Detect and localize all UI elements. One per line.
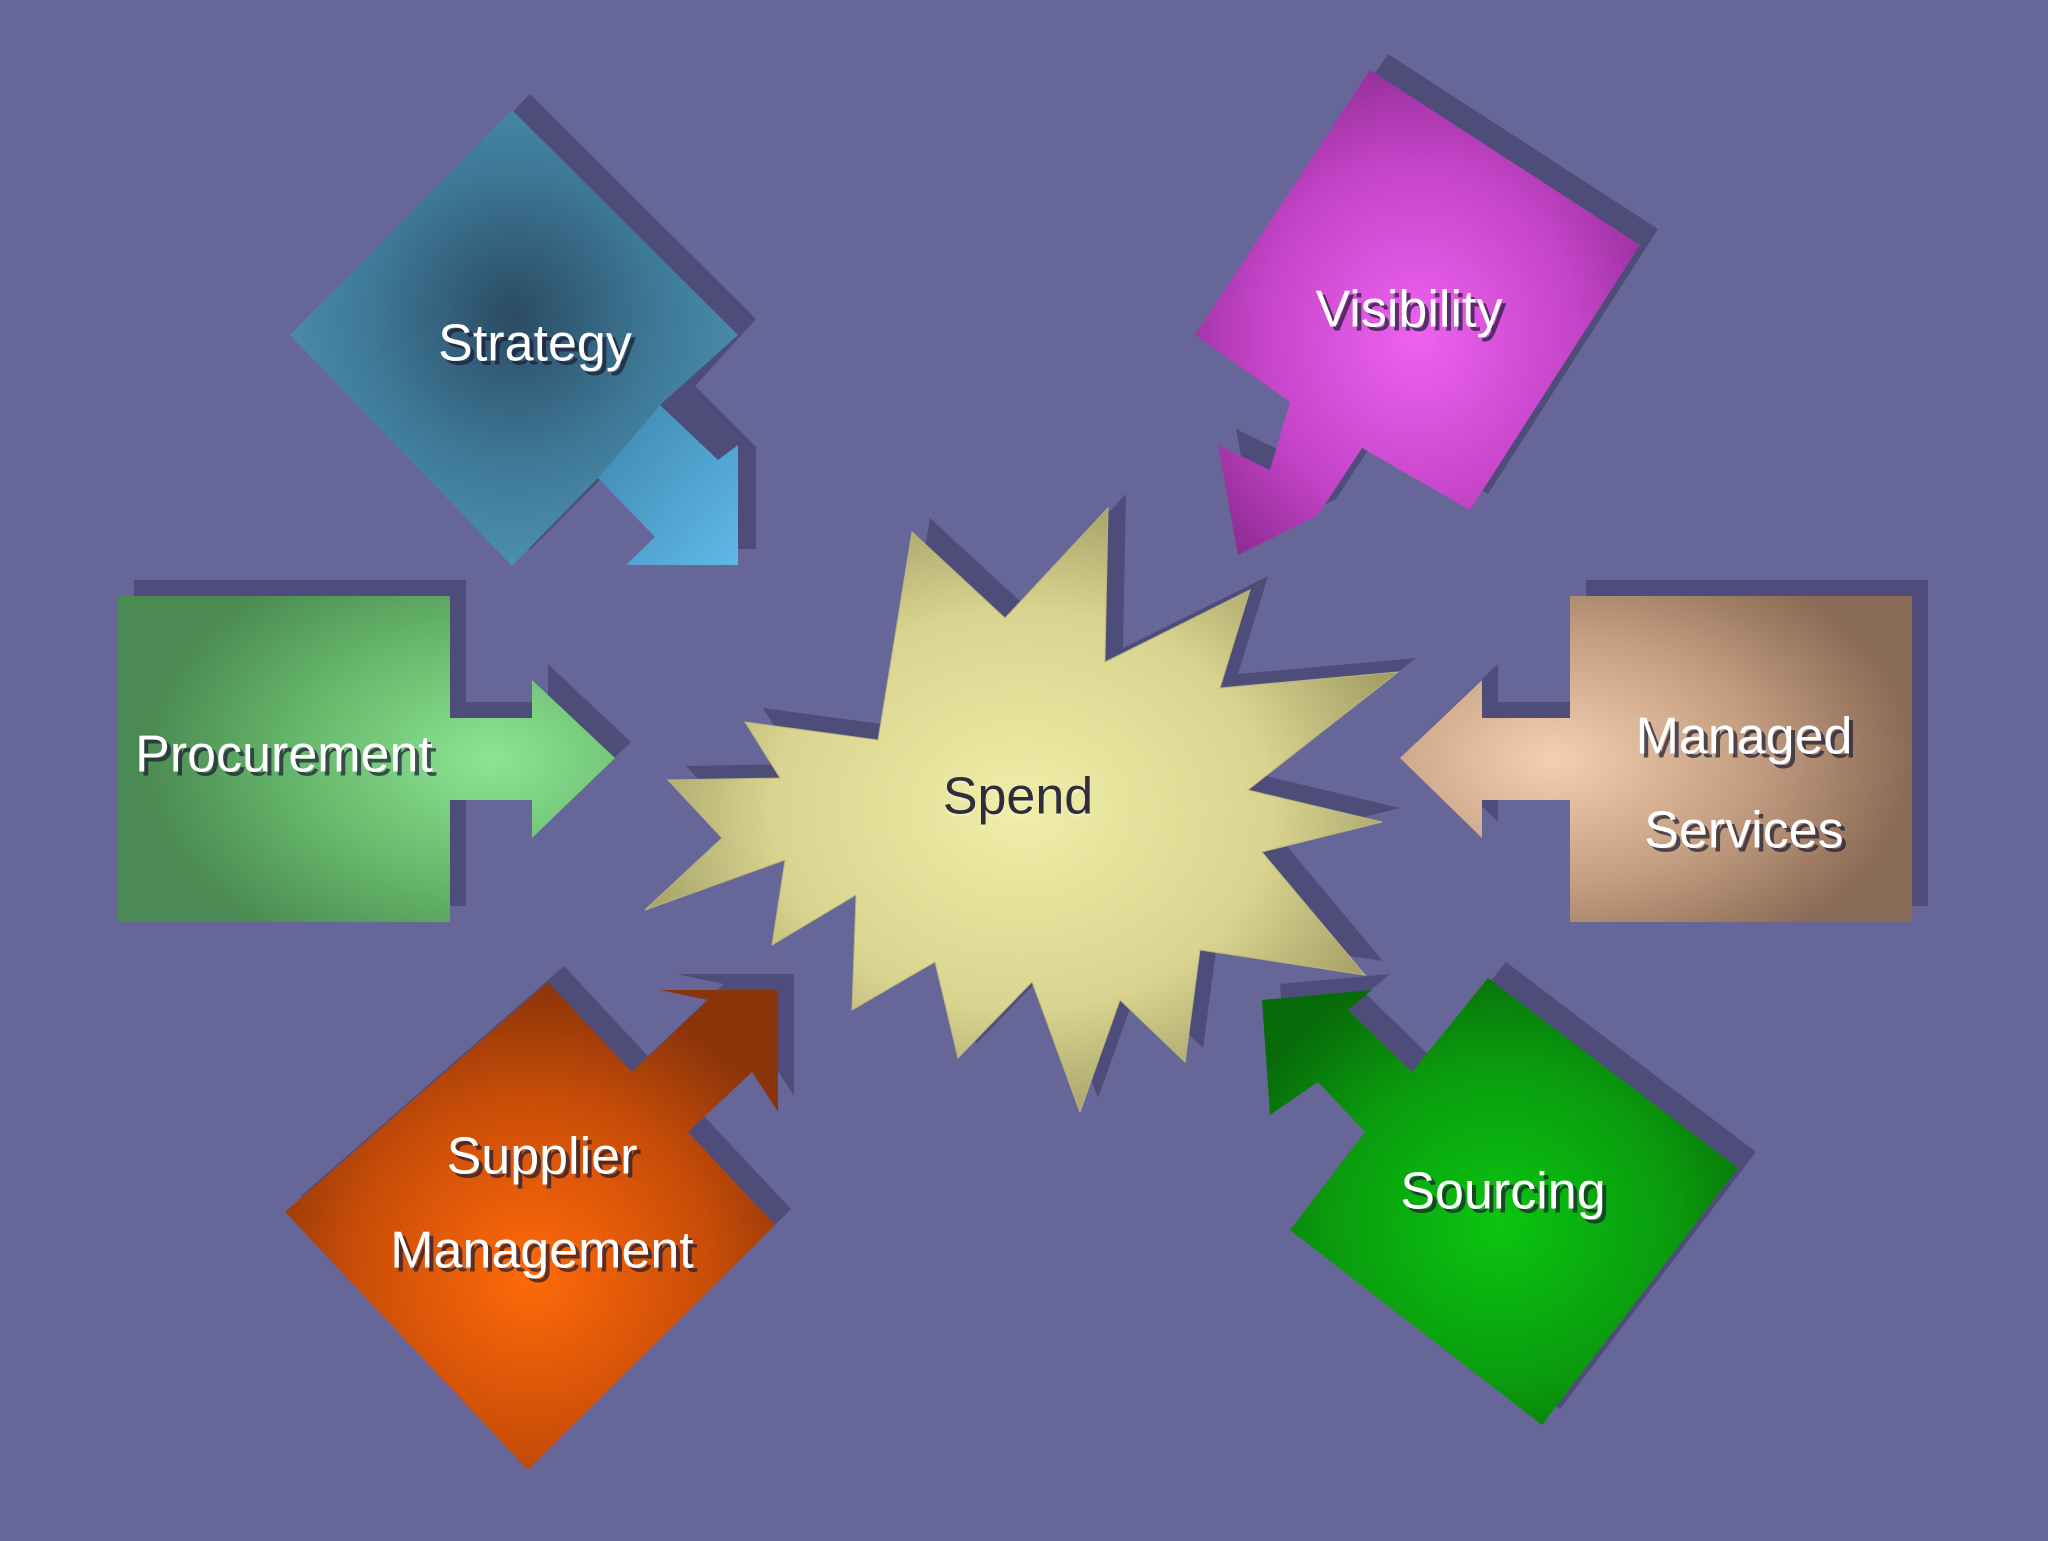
managed-services-label-line1: Managed bbox=[1636, 708, 1853, 766]
visibility-label: Visibility bbox=[1316, 281, 1503, 339]
supplier-management-label-line2-shadow: Management bbox=[394, 1226, 698, 1284]
procurement-node: Procurement Procurement bbox=[118, 580, 631, 922]
supplier-management-label-line1-shadow: Supplier bbox=[451, 1132, 642, 1190]
procurement-label-shadow: Procurement bbox=[139, 730, 437, 788]
supplier-management-node: Supplier Supplier Management Management bbox=[285, 966, 794, 1470]
managed-services-node: Managed Managed Services Services bbox=[1400, 580, 1928, 922]
strategy-label-shadow: Strategy bbox=[442, 319, 636, 377]
strategy-node: Strategy Strategy bbox=[290, 94, 756, 566]
spend-node: Spend Spend bbox=[644, 494, 1416, 1114]
strategy-label: Strategy bbox=[438, 315, 632, 373]
spend-label-highlight: Spend bbox=[943, 771, 1093, 829]
managed-services-label-line2: Services bbox=[1644, 802, 1843, 860]
supplier-management-label-line2: Management bbox=[390, 1222, 694, 1280]
spend-label: Spend bbox=[943, 768, 1093, 826]
procurement-label: Procurement bbox=[135, 726, 433, 784]
managed-services-label-line2-shadow: Services bbox=[1648, 806, 1847, 864]
sourcing-label-shadow: Sourcing bbox=[1404, 1167, 1609, 1225]
visibility-node: Visibility Visibility bbox=[1195, 54, 1658, 555]
sourcing-label: Sourcing bbox=[1400, 1163, 1605, 1221]
supplier-management-label-line1: Supplier bbox=[447, 1128, 638, 1186]
sourcing-node: Sourcing Sourcing bbox=[1262, 962, 1756, 1425]
managed-services-label-line1-shadow: Managed bbox=[1640, 712, 1857, 770]
visibility-label-shadow: Visibility bbox=[1320, 285, 1507, 343]
